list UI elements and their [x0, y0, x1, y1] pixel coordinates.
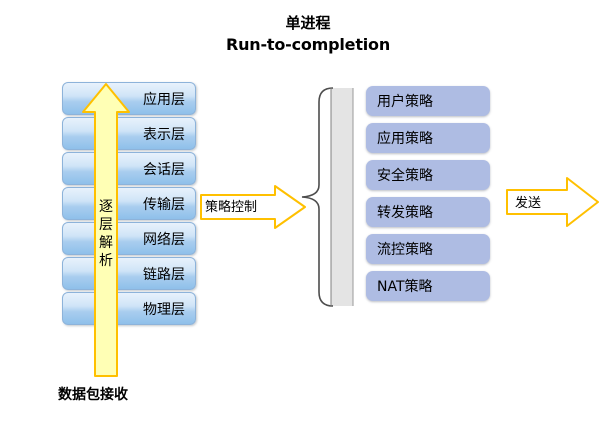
policy-group-brace [299, 86, 355, 308]
layer-box-presentation[interactable]: 表示层 [62, 117, 196, 150]
policy-item-forwarding[interactable]: 转发策略 [366, 197, 490, 227]
layer-label: 链路层 [143, 266, 185, 283]
policy-item-application[interactable]: 应用策略 [366, 123, 490, 153]
layer-label: 传输层 [143, 196, 185, 213]
policy-item-nat[interactable]: NAT策略 [366, 271, 490, 301]
layer-label: 会话层 [143, 161, 185, 178]
upward-arrow-icon [80, 82, 132, 378]
page-title-line-en: Run-to-completion [225, 35, 391, 54]
policy-control-arrow-label: 策略控制 [205, 200, 258, 215]
upward-arrow-label: 逐层解析 [99, 199, 113, 269]
policy-list: 用户策略 应用策略 安全策略 转发策略 流控策略 NAT策略 [366, 86, 490, 308]
layer-box-datalink[interactable]: 链路层 [62, 257, 196, 290]
policy-item-user[interactable]: 用户策略 [366, 86, 490, 116]
send-arrow-label: 发送 [515, 196, 542, 211]
send-arrow-icon [505, 176, 600, 228]
layer-label: 物理层 [143, 301, 185, 318]
policy-label: 流控策略 [377, 242, 433, 258]
osi-layer-stack: 应用层 表示层 会话层 传输层 网络层 链路层 物理层 [62, 82, 196, 327]
policy-item-security[interactable]: 安全策略 [366, 160, 490, 190]
policy-label: 安全策略 [377, 168, 433, 184]
layer-label: 表示层 [143, 126, 185, 143]
layer-box-physical[interactable]: 物理层 [62, 292, 196, 325]
policy-label: 应用策略 [377, 131, 433, 147]
policy-label: 转发策略 [377, 205, 433, 221]
packet-receive-caption: 数据包接收 [58, 387, 128, 403]
layer-box-session[interactable]: 会话层 [62, 152, 196, 185]
layer-label: 网络层 [143, 231, 185, 248]
policy-item-flow-control[interactable]: 流控策略 [366, 234, 490, 264]
policy-control-arrow-icon [199, 184, 307, 230]
page-title-line-cn: 单进程 [285, 14, 331, 32]
page-title: 单进程 Run-to-completion [0, 12, 616, 56]
layer-box-transport[interactable]: 传输层 [62, 187, 196, 220]
layer-label: 应用层 [143, 91, 185, 108]
policy-label: 用户策略 [377, 94, 433, 110]
layer-box-network[interactable]: 网络层 [62, 222, 196, 255]
policy-label: NAT策略 [377, 279, 433, 295]
